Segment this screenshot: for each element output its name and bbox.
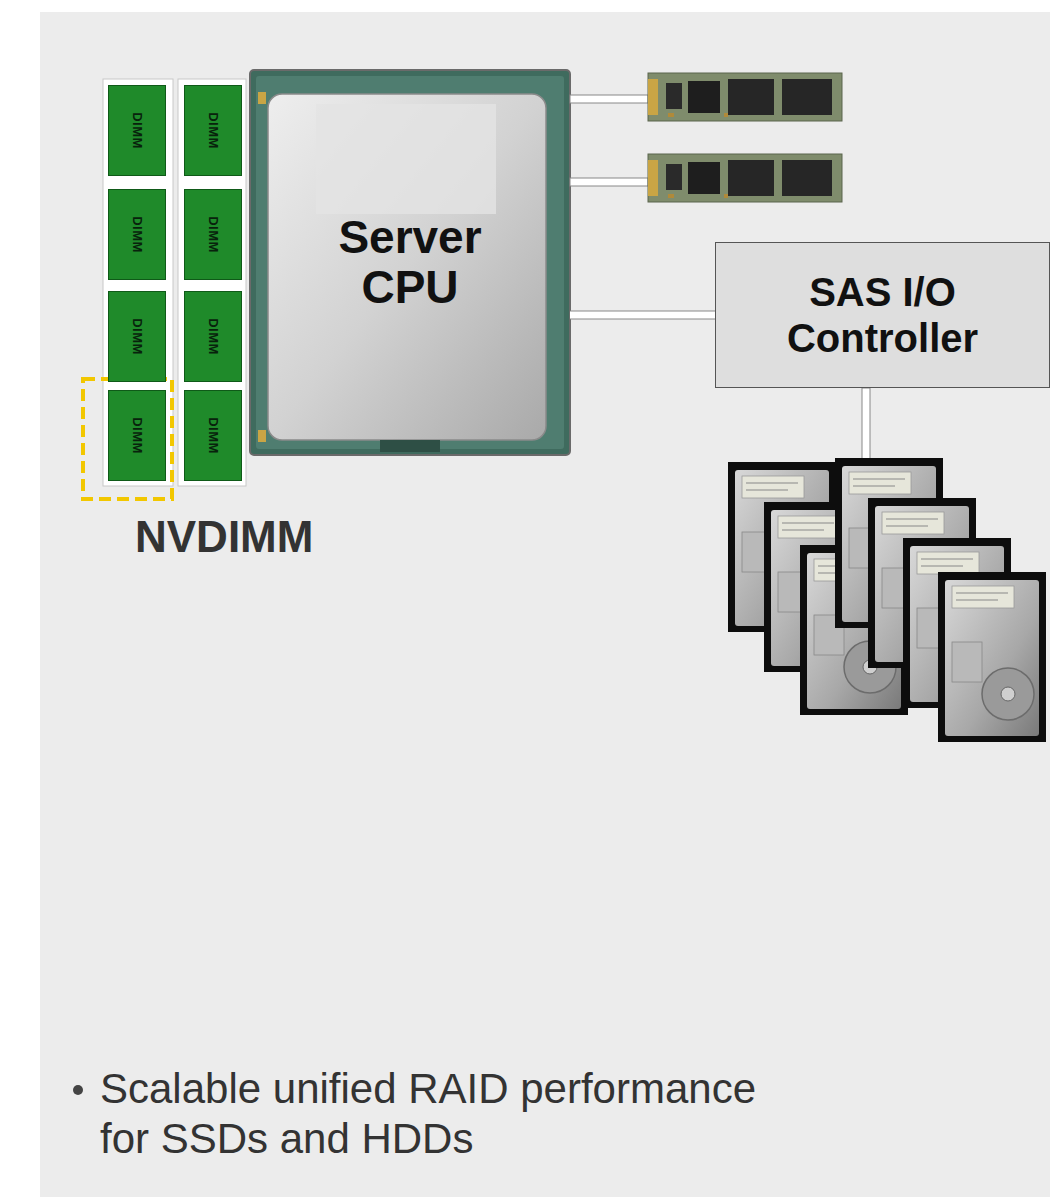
module-label: DIMM [129, 417, 144, 454]
dimm-module: DIMM [184, 189, 242, 280]
dimm-module: DIMM [184, 85, 242, 176]
module-label: DIMM [129, 318, 144, 355]
module-label: DIMM [205, 417, 220, 454]
dimm-module: DIMM [108, 85, 166, 176]
module-label: DIMM [129, 216, 144, 253]
server-cpu: Server CPU [250, 70, 570, 455]
box-label: SAS I/O Controller [768, 269, 998, 361]
module-label: DIMM [205, 112, 220, 149]
dimm-module: DIMM [184, 390, 242, 481]
dimm-module: DIMM [108, 390, 166, 481]
module-label: DIMM [205, 216, 220, 253]
bullet-text: Scalable unified RAID performance for SS… [100, 1064, 800, 1165]
module-label: DIMM [205, 318, 220, 355]
bus-link [570, 315, 715, 316]
controller-box: SAS I/O Controller [715, 242, 1050, 388]
nvdimm-label: NVDIMM [135, 512, 313, 562]
dimm-module: DIMM [184, 291, 242, 382]
dimm-module: DIMM [108, 189, 166, 280]
module-label: DIMM [129, 112, 144, 149]
dimm-module: DIMM [108, 291, 166, 382]
box-label: Server CPU [320, 213, 500, 312]
